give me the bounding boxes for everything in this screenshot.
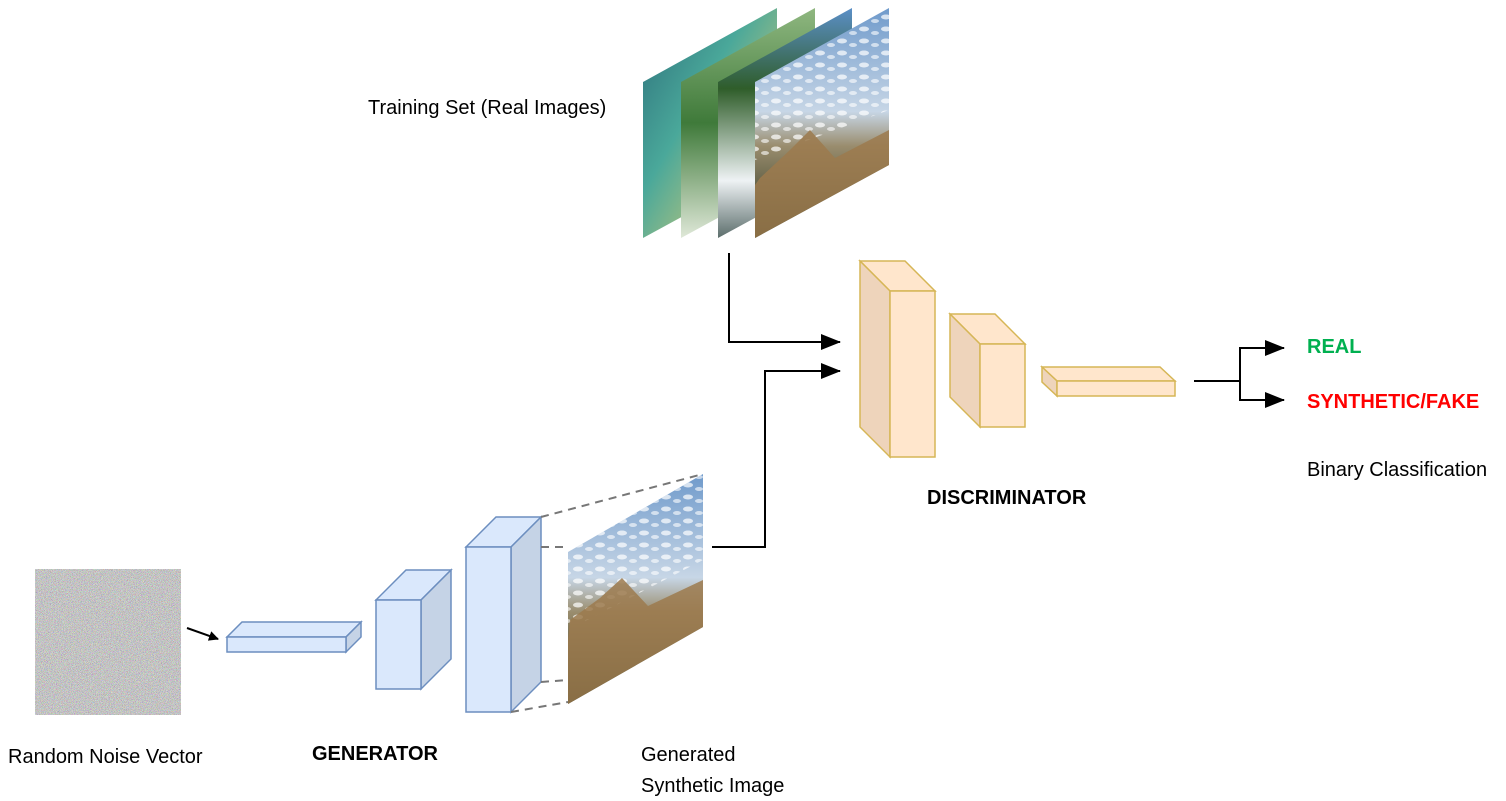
generated-image bbox=[568, 474, 703, 704]
discriminator-layer-1 bbox=[858, 259, 937, 459]
generated-label-line1: Generated bbox=[641, 744, 736, 766]
fake-images-arrow bbox=[712, 363, 841, 548]
generator-layer-1 bbox=[225, 620, 363, 654]
real-label: REAL bbox=[1307, 336, 1361, 358]
training-set-label: Training Set (Real Images) bbox=[368, 97, 606, 119]
generator-layer-3 bbox=[464, 515, 543, 714]
discriminator-label: DISCRIMINATOR bbox=[927, 487, 1087, 509]
discriminator-layer-3 bbox=[1040, 365, 1177, 398]
binary-classification-label: Binary Classification bbox=[1307, 459, 1487, 481]
output-arrows bbox=[1194, 340, 1285, 408]
real-images-arrow bbox=[728, 253, 841, 350]
generator-layer-2 bbox=[374, 568, 453, 691]
generator-label: GENERATOR bbox=[312, 743, 438, 765]
random-noise-label: Random Noise Vector bbox=[8, 746, 203, 768]
discriminator-layer-2 bbox=[948, 312, 1027, 429]
generated-label-line2: Synthetic Image bbox=[641, 775, 784, 797]
fake-label: SYNTHETIC/FAKE bbox=[1307, 391, 1479, 413]
projection-lines bbox=[510, 473, 704, 713]
noise-arrow bbox=[186, 627, 219, 641]
random-noise-image bbox=[35, 569, 181, 715]
training-set-images bbox=[643, 8, 889, 238]
discriminator-network bbox=[858, 259, 1177, 459]
generator-network bbox=[225, 515, 543, 714]
